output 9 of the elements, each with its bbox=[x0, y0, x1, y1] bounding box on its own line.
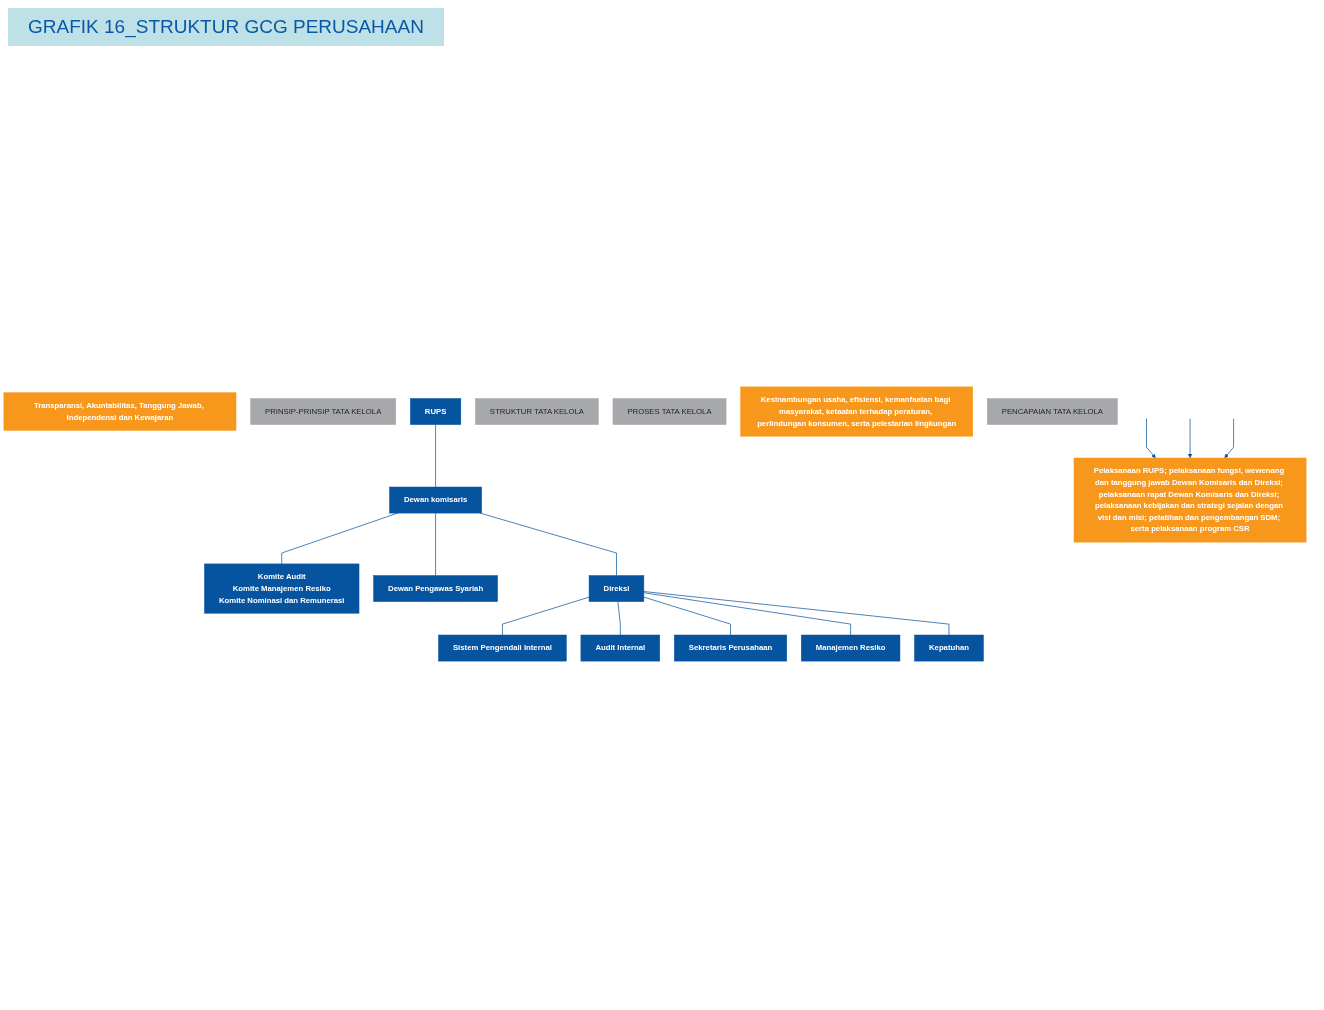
connector bbox=[643, 591, 950, 636]
connector bbox=[502, 596, 590, 636]
chart-title: GRAFIK 16_STRUKTUR GCG PERUSAHAAN bbox=[8, 8, 444, 46]
connector bbox=[643, 592, 851, 636]
connector bbox=[643, 596, 731, 636]
connector bbox=[617, 601, 621, 636]
connector bbox=[435, 424, 436, 488]
connector bbox=[479, 512, 617, 576]
connector bbox=[435, 512, 436, 576]
